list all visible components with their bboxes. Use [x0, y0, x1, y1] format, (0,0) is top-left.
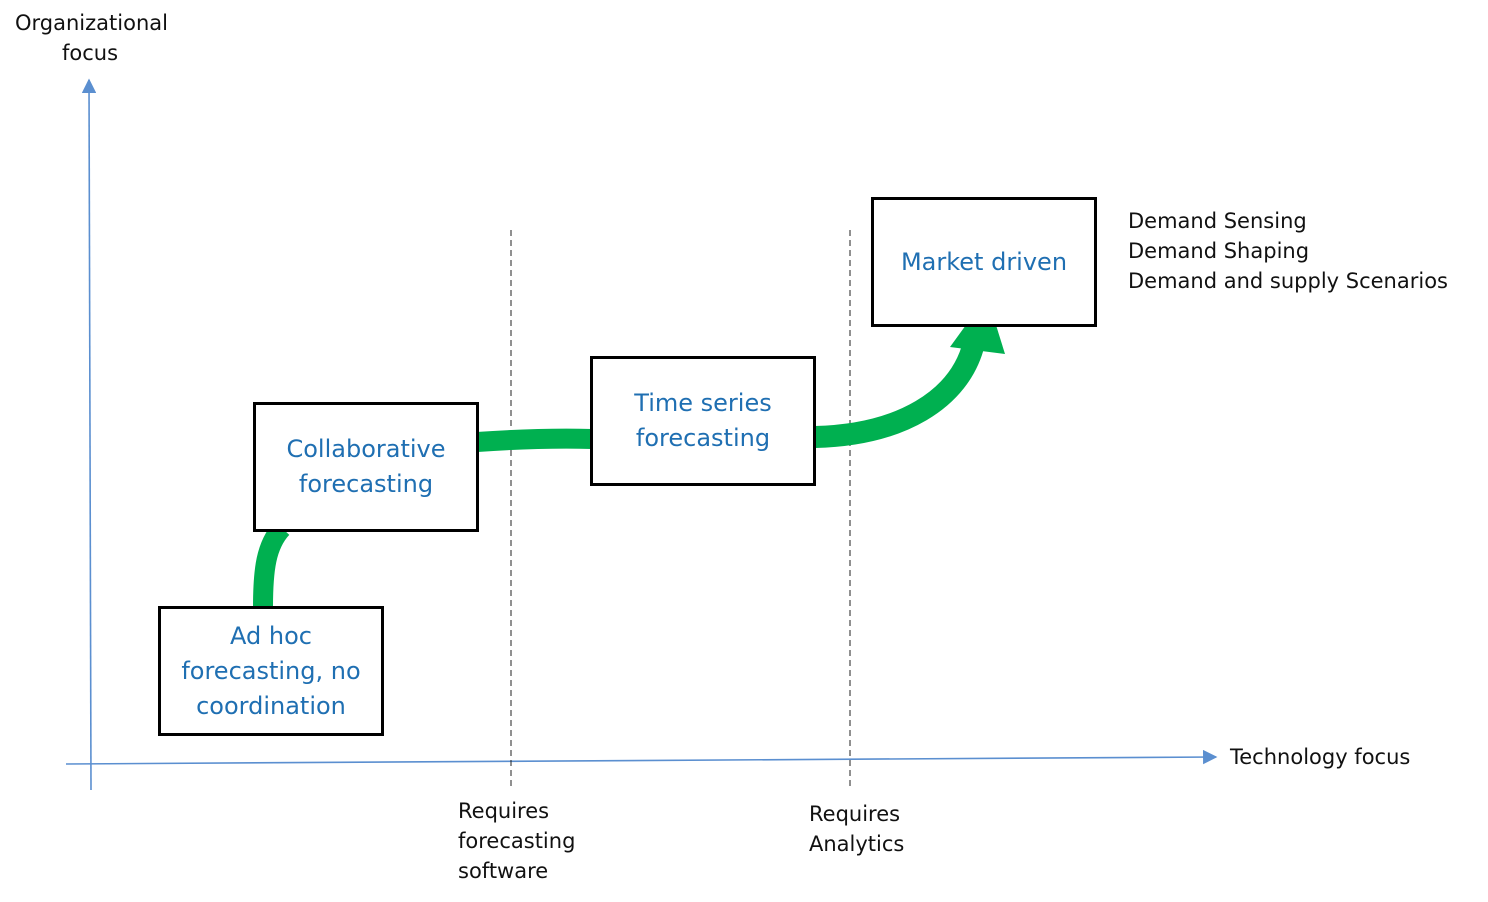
y-axis	[81, 78, 97, 791]
stage-box-ad-hoc: Ad hoc forecasting, no coordination	[158, 606, 384, 736]
stage-label-market-driven: Market driven	[900, 248, 1068, 276]
x-axis-label: Technology focus	[1230, 745, 1411, 769]
capability-item: Demand and supply Scenarios	[1128, 269, 1448, 293]
marker-label-analytics: Requires Analytics	[809, 802, 905, 856]
progress-path-segment-3	[814, 339, 985, 448]
capability-item: Demand Shaping	[1128, 239, 1310, 263]
stage-box-collaborative: Collaborative forecasting	[253, 402, 479, 532]
stage-label-ad-hoc: Ad hoc forecasting, no coordination	[181, 621, 361, 720]
stage-label-collaborative: Collaborative forecasting	[286, 435, 446, 498]
capability-list: Demand Sensing Demand Shaping Demand and…	[1128, 206, 1448, 296]
x-axis	[65, 749, 1218, 765]
marker-label-forecasting-software: Requires forecasting software	[458, 799, 576, 883]
capability-item: Demand Sensing	[1128, 209, 1307, 233]
stage-box-time-series: Time series forecasting	[590, 356, 816, 486]
progress-path-segment-1	[253, 521, 290, 608]
stage-label-time-series: Time series forecasting	[634, 389, 772, 452]
y-axis-label: Organizational focus	[15, 11, 168, 65]
stage-box-market-driven: Market driven	[871, 197, 1097, 327]
progress-path-segment-2	[476, 428, 593, 452]
